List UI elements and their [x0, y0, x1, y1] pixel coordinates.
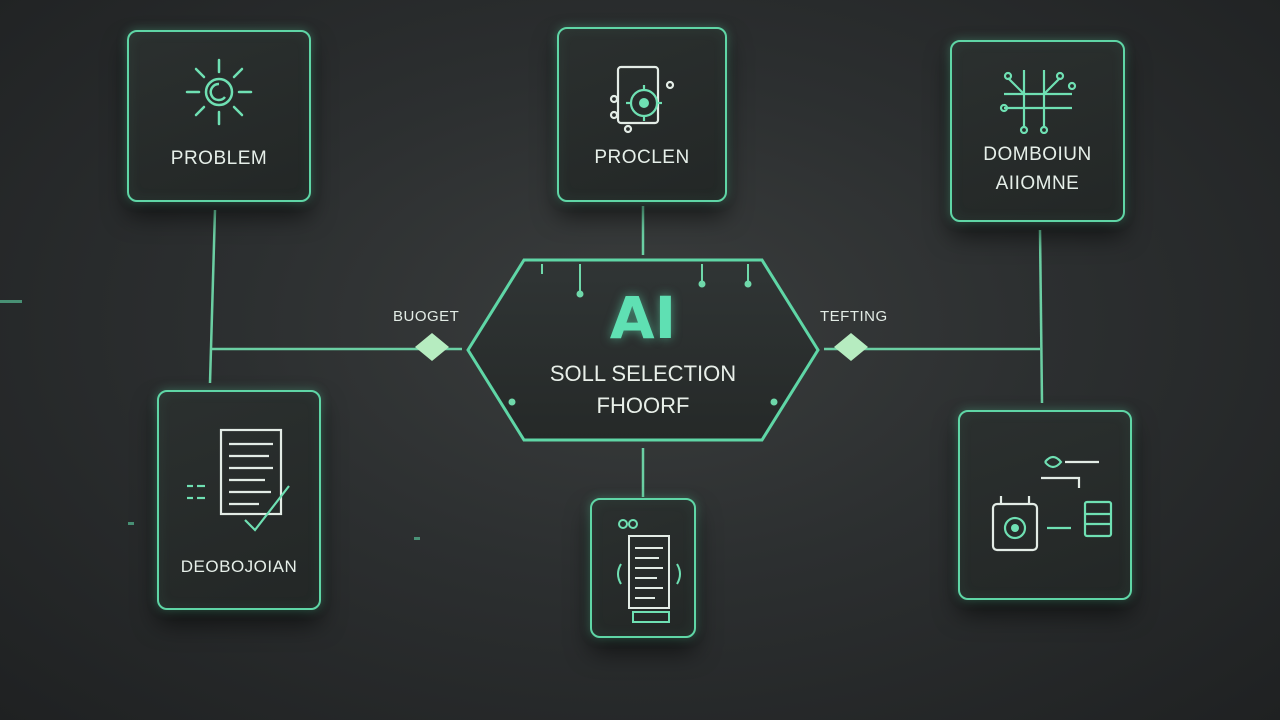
workflow-icon — [960, 448, 1130, 558]
hub-title: AI — [609, 284, 677, 352]
edge-label-testing: TEFTING — [820, 308, 888, 325]
sun-gear-icon — [129, 56, 309, 128]
hub-subtitle-line1: SOLL SELECTION — [549, 361, 737, 386]
node-proclen[interactable]: PROCLEN — [557, 27, 727, 202]
node-checklist[interactable] — [590, 498, 696, 638]
node-deobojoian[interactable]: DEOBOJOIAN — [157, 390, 321, 610]
node-domain-label-line1: DOMBOIUN — [983, 144, 1092, 165]
chip-gear-icon — [559, 59, 725, 135]
node-problem-label: PROBLEM — [170, 148, 268, 169]
central-hub[interactable]: AI SOLL SELECTION FHOORF — [462, 252, 824, 448]
node-domain[interactable]: DOMBOIUN AIIOMNE — [950, 40, 1125, 222]
node-problem[interactable]: PROBLEM — [127, 30, 311, 202]
hub-hexagon-shape — [466, 258, 820, 442]
document-check-icon — [159, 426, 319, 536]
node-proclen-label: PROCLEN — [594, 147, 690, 168]
clipboard-list-icon — [592, 516, 694, 626]
node-domain-label-line2: AIIOMNE — [995, 173, 1080, 194]
hub-subtitle-line2: FHOORF — [596, 393, 690, 418]
diamond-right — [834, 333, 868, 361]
diamond-left — [415, 333, 449, 361]
node-deobojoian-label: DEOBOJOIAN — [180, 557, 298, 576]
connector-diamonds — [415, 333, 868, 361]
circuit-icon — [952, 64, 1123, 134]
node-workflow[interactable] — [958, 410, 1132, 600]
edge-label-budget: BUOGET — [393, 308, 460, 325]
